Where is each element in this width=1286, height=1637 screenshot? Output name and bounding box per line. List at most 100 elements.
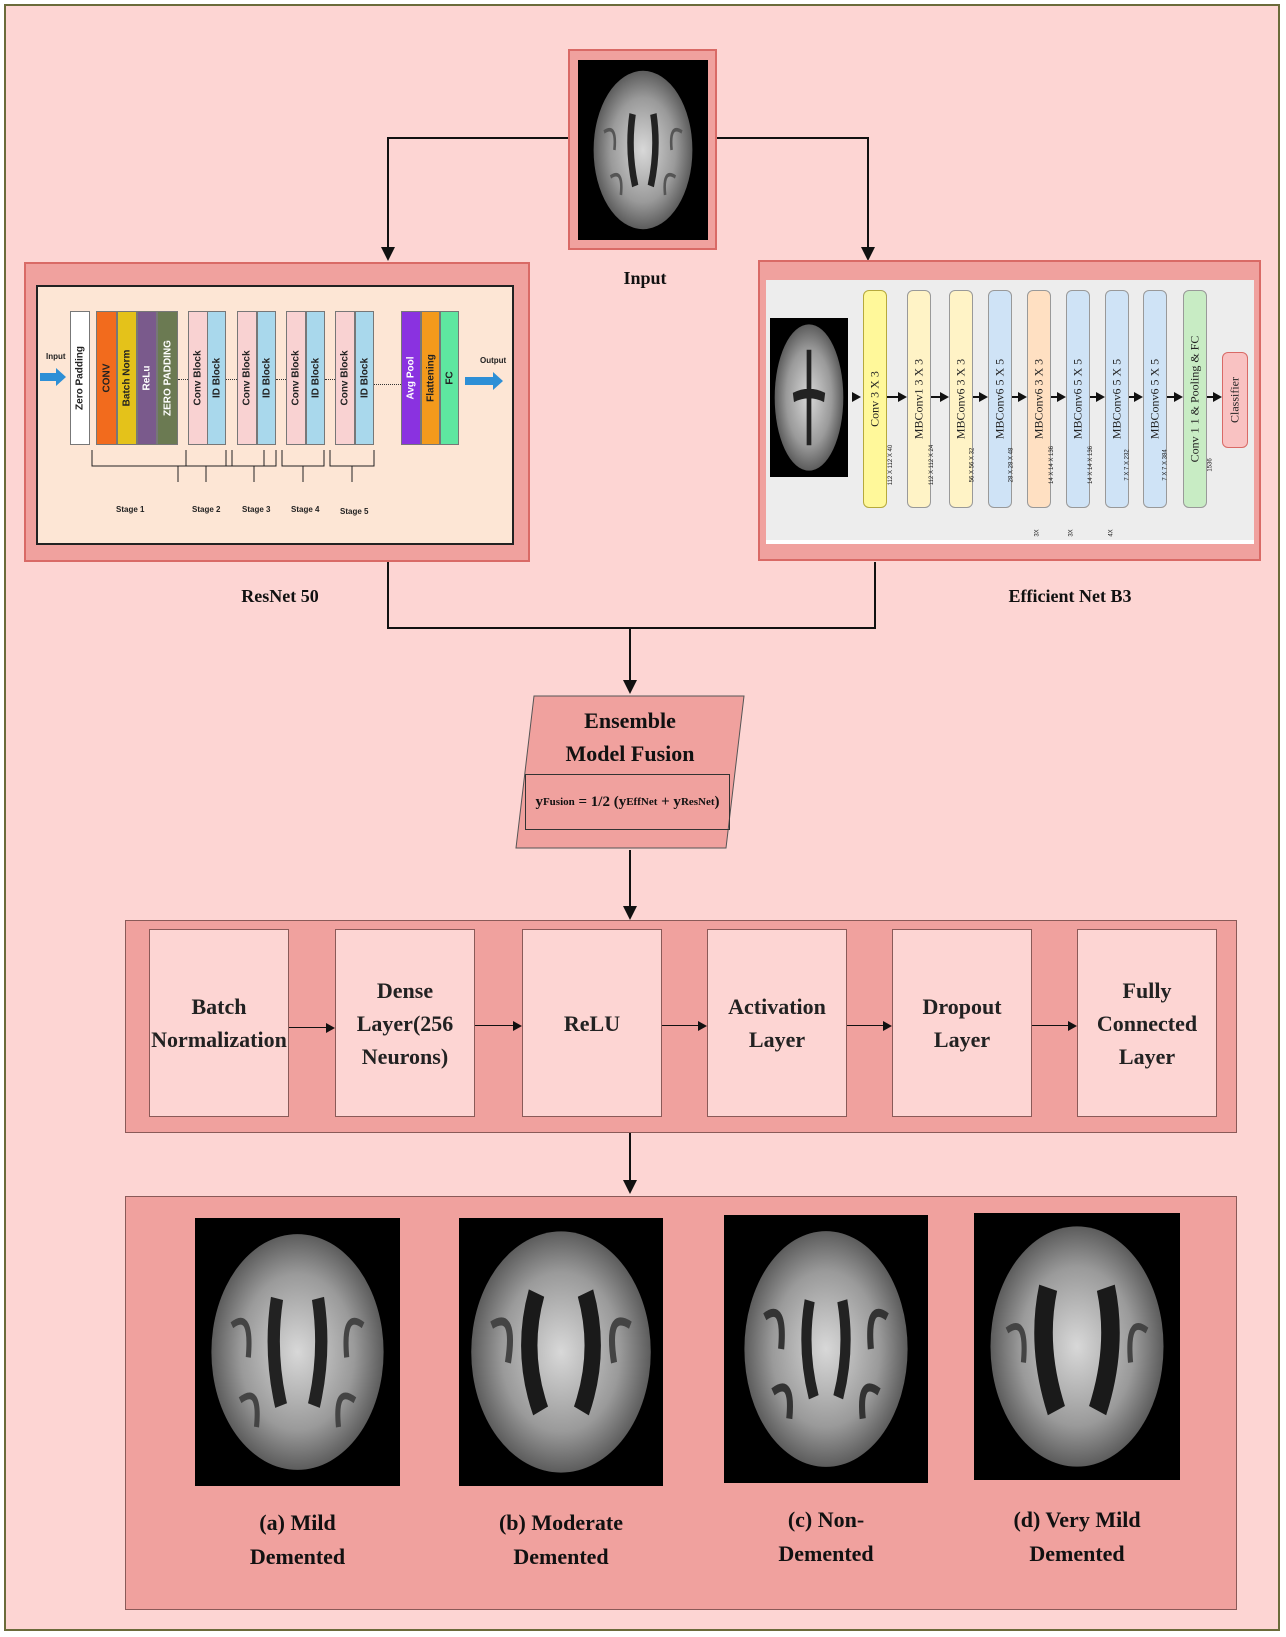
dotted-separator [226,379,237,380]
fusion-title-line2: Model Fusion [565,741,695,766]
output-brain-image [974,1213,1180,1480]
formula-part: ) [714,793,720,810]
connector [847,1025,884,1026]
dotted-separator [325,379,335,380]
connector [289,1027,327,1028]
connector [973,396,980,398]
stage-label: Stage 3 [242,505,271,514]
connector [1051,396,1058,398]
efficientnet-block: MBConv1 3 X 3 [907,290,931,508]
arrow-head [1096,392,1105,402]
connector [717,137,868,139]
resnet-layer: Flattening [421,311,440,445]
resnet-layer: Conv Block [188,311,208,445]
efficientnet-block: Conv 1 1 & Pooling & FC [1183,290,1207,508]
connector [387,137,568,139]
resnet-layer: ZERO PADDING [157,311,178,445]
dim-label: 14 X 14 X 136 [1088,445,1095,485]
formula-sub: Fusion [542,796,575,808]
arrow-head [898,392,907,402]
connector [1090,396,1097,398]
output-label: (c) Non-Demented [778,1507,874,1566]
stage-label: Stage 2 [192,505,221,514]
connector [1167,396,1175,398]
arrow-head [623,906,637,920]
stage-brackets [91,450,375,482]
formula-y: y [535,793,543,810]
repeat-label: 3X [1068,529,1075,537]
connector [1207,396,1214,398]
efficientnet-input-brain [770,318,848,477]
dim-label: 7 X 7 X 384 [1162,449,1169,481]
connector [931,396,941,398]
arrow-head [861,247,875,261]
arrow-head [1057,392,1066,402]
connector [475,1025,514,1026]
arrow-head [940,392,949,402]
arrow-head [623,1180,637,1194]
connector [629,1133,631,1183]
formula-part: + y [657,793,681,810]
dim-label: 112 X 112 X 40 [888,444,895,486]
efficientnet-block: MBConv6 5 X 5 [1143,290,1167,508]
efficientnet-classifier: Classifier [1222,352,1248,448]
arrow-head [1134,392,1143,402]
resnet-layer: ID Block [355,311,374,445]
dim-label: 14 X 14 X 136 [1049,445,1056,485]
dotted-separator [276,379,286,380]
connector [629,850,631,910]
stage-label: Stage 5 [340,507,369,516]
connector [867,137,869,249]
connector [1129,396,1135,398]
resnet-input-label: Input [46,352,66,361]
dim-label: 7 X 7 X 232 [1124,449,1131,481]
output-brain-image [195,1218,400,1486]
dotted-separator [374,384,401,385]
arrow-head [1174,392,1183,402]
resnet-input-arrow [40,368,66,386]
efficientnet-block: MBConv6 5 X 5 [988,290,1012,508]
resnet-output-arrow [465,372,503,390]
formula-sub: EffNet [626,796,658,808]
arrow-head [1018,392,1027,402]
repeat-label: 4X [1108,529,1115,537]
connector [1032,1025,1069,1026]
efficientnet-block: MBConv6 3 X 3 [1027,290,1051,508]
arrow-head [326,1023,335,1033]
efficientnet-caption: Efficient Net B3 [1008,586,1132,606]
dim-label: 112 X 112 X 24 [929,444,936,486]
resnet-layer: ID Block [207,311,226,445]
efficientnet-block: MBConv6 3 X 3 [949,290,973,508]
pipeline-step: ReLU [522,929,662,1117]
arrow-head [698,1021,707,1031]
arrow-head [852,392,861,402]
connector [387,137,389,249]
connector [387,627,876,629]
arrow-head [623,680,637,694]
resnet-output-label: Output [480,356,507,365]
connector [662,1025,699,1026]
efficientnet-block: MBConv6 5 X 5 [1105,290,1129,508]
fusion-title-line1: Ensemble [584,708,676,733]
input-label: Input [623,268,667,288]
arrow-head [883,1021,892,1031]
pipeline-step: Fully Connected Layer [1077,929,1217,1117]
resnet-layer: Conv Block [335,311,355,445]
resnet-layer: ID Block [257,311,276,445]
connector [887,396,899,398]
resnet-layer: ReLu [137,311,157,445]
fusion-title: Ensemble Model Fusion [540,704,720,770]
resnet-layer: Batch Norm [117,311,137,445]
resnet-layer: CONV [96,311,117,445]
arrow-head [513,1021,522,1031]
pipeline-step: Dropout Layer [892,929,1032,1117]
stage-label: Stage 4 [291,505,320,514]
efficientnet-block: MBConv6 5 X 5 [1066,290,1090,508]
connector [629,627,631,682]
efficientnet-block: Conv 3 X 3 [863,290,887,508]
resnet-layer: FC [440,311,459,445]
pipeline-step: Dense Layer(256 Neurons) [335,929,475,1117]
